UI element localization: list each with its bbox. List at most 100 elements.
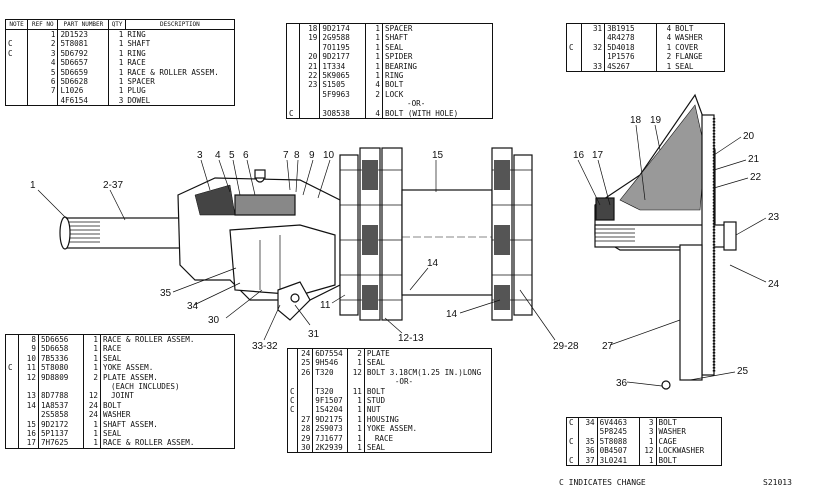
table-row: -OR- [286, 99, 493, 109]
ring-gear [701, 114, 715, 376]
header-ref-no: REF NO [27, 19, 59, 30]
callout-21: 21 [748, 154, 760, 165]
callout-7: 7 [283, 150, 289, 161]
center-shaft [401, 189, 493, 296]
callout-9: 9 [309, 150, 315, 161]
lower-housing [679, 244, 703, 381]
callout-25: 25 [737, 366, 749, 377]
callout-15: 15 [432, 150, 444, 161]
callout-14-a: 14 [427, 258, 439, 269]
callout-31: 31 [308, 329, 320, 340]
figure-id: S21013 [763, 478, 792, 487]
callout-35: 35 [160, 288, 172, 299]
bearing-section [234, 194, 296, 216]
callout-22: 22 [750, 172, 762, 183]
callout-8: 8 [294, 150, 300, 161]
callout-33-32: 33-32 [252, 341, 278, 352]
input-shaft-end [59, 216, 71, 250]
callout-30: 30 [208, 315, 220, 326]
change-legend: C INDICATES CHANGE [559, 478, 646, 487]
header-description: DESCRIPTION [125, 19, 235, 30]
leader-lines [37, 124, 767, 387]
callout-24: 24 [768, 279, 780, 290]
callout-12-13: 12-13 [398, 333, 424, 344]
flange-plate-left-a [339, 154, 359, 316]
callout-20: 20 [743, 131, 755, 142]
header-part-number: PART NUMBER [57, 19, 110, 30]
callout-4: 4 [215, 150, 221, 161]
spline-teeth [65, 221, 100, 243]
header-qty: QTY [108, 19, 126, 30]
callout-3: 3 [197, 150, 203, 161]
callout-6: 6 [243, 150, 249, 161]
callout-5: 5 [229, 150, 235, 161]
flange-plate-left-c [381, 147, 403, 321]
callout-2-37: 2-37 [103, 180, 123, 191]
callout-27: 27 [602, 341, 614, 352]
callout-34: 34 [187, 301, 199, 312]
callout-36: 36 [616, 378, 628, 389]
callout-23: 23 [768, 212, 780, 223]
callout-18: 18 [630, 115, 642, 126]
flange-plate-right-b [513, 154, 533, 316]
callout-11: 11 [320, 300, 331, 311]
header-note: NOTE [5, 19, 29, 30]
parts-table-top-left: NOTE REF NO PART NUMBER QTY DESCRIPTION … [5, 19, 235, 107]
input-shaft [64, 217, 186, 249]
yoke-body [229, 224, 336, 296]
output-spline [595, 228, 635, 242]
callout-19: 19 [650, 115, 662, 126]
callout-17: 17 [592, 150, 604, 161]
table-row: -OR- [287, 377, 492, 387]
callout-10: 10 [323, 150, 335, 161]
